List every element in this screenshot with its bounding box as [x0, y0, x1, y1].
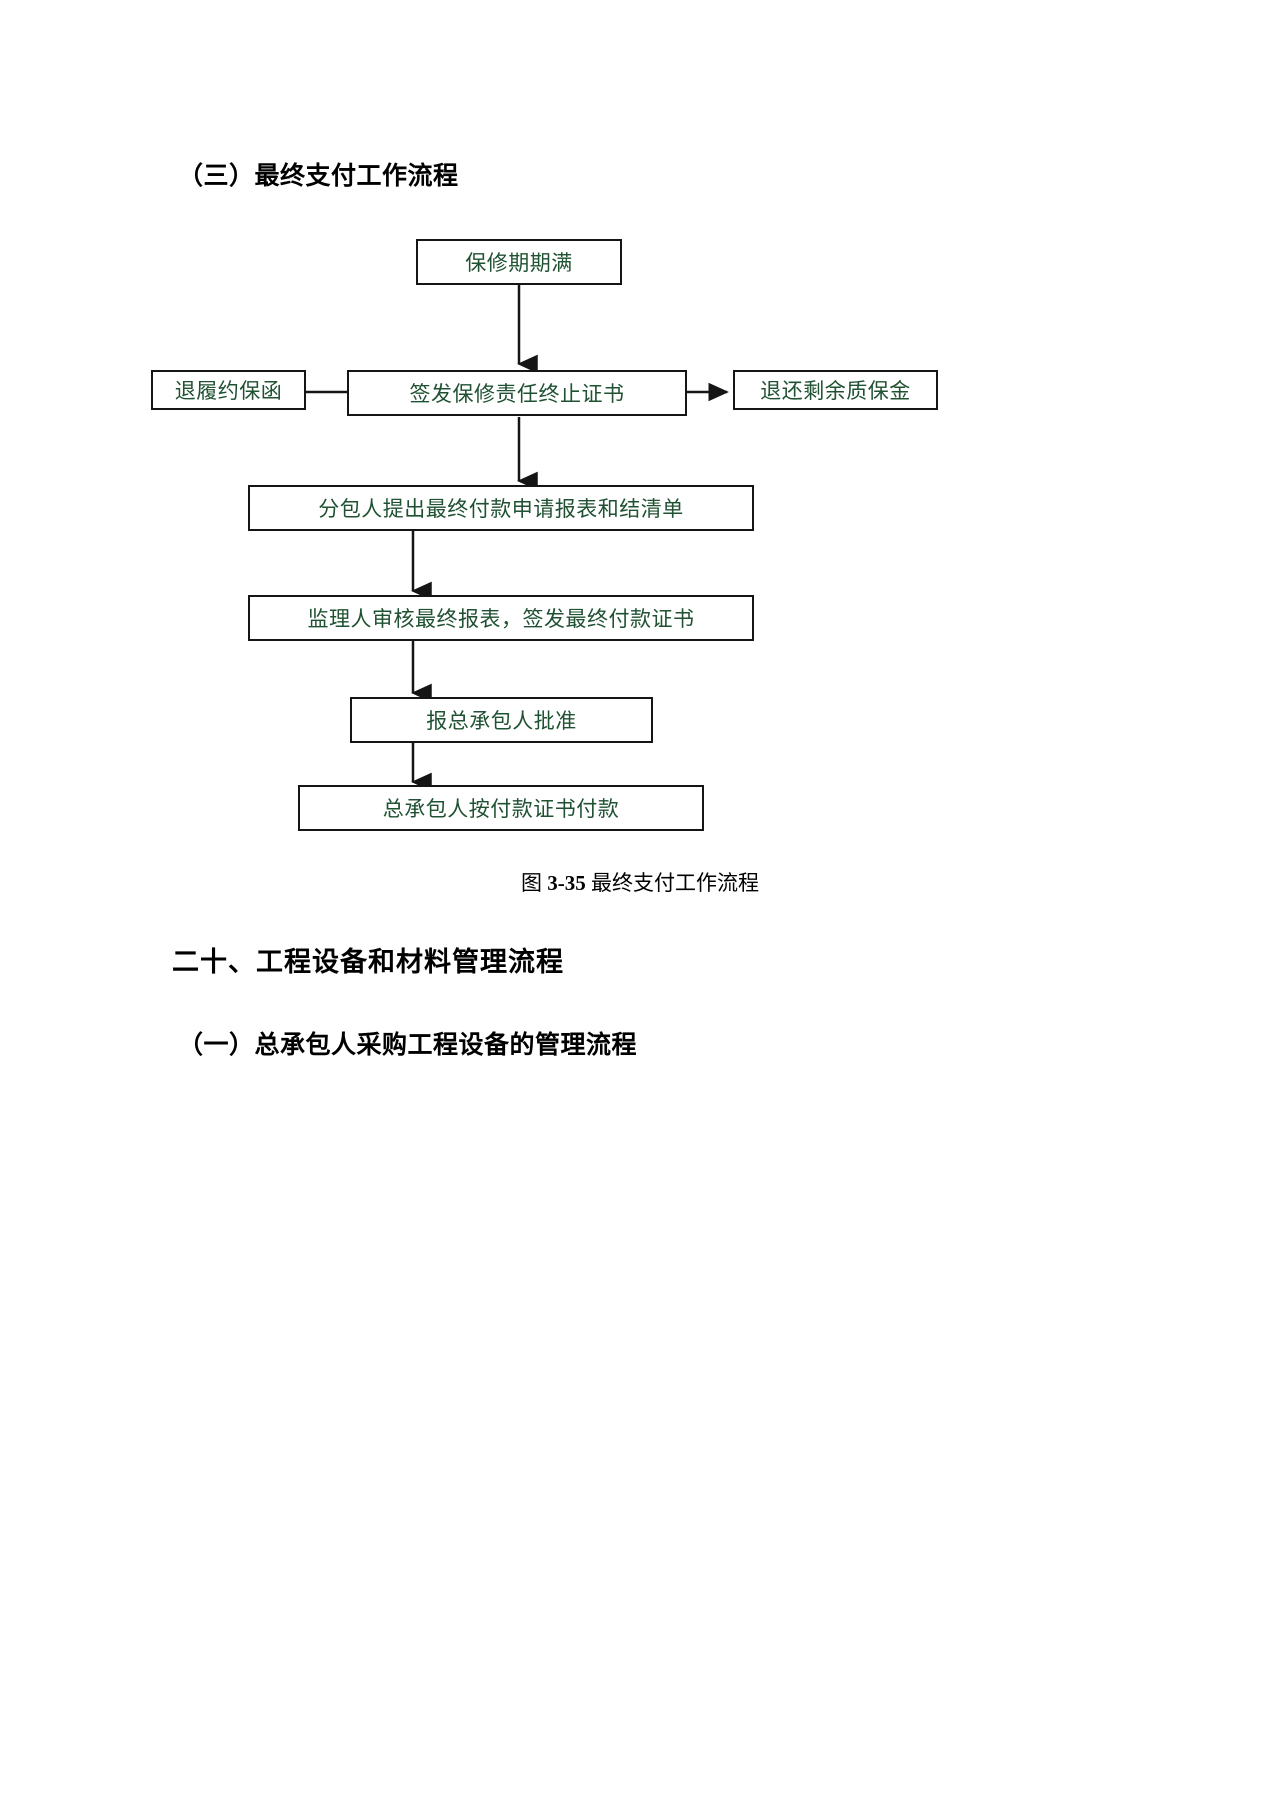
subsection-heading-final-payment: （三）最终支付工作流程 — [178, 162, 459, 190]
flow-node-warranty-expiry: 保修期期满 — [416, 239, 622, 285]
flow-node-refund-remaining-retention: 退还剩余质保金 — [733, 370, 938, 410]
flow-node-return-performance-bond: 退履约保函 — [151, 370, 306, 410]
section-heading-equipment-material: 二十、工程设备和材料管理流程 — [172, 947, 564, 977]
figure-caption-title: 最终支付工作流程 — [591, 871, 759, 895]
subsection-heading-contractor-procurement: （一）总承包人采购工程设备的管理流程 — [178, 1031, 638, 1059]
flowchart-final-payment: 保修期期满 签发保修责任终止证书 退履约保函 退还剩余质保金 分包人提出最终付款… — [0, 0, 1280, 900]
figure-caption-prefix: 图 — [521, 871, 542, 895]
flowchart-connectors — [213, 285, 729, 792]
flow-node-report-to-general-contractor: 报总承包人批准 — [350, 697, 653, 743]
flow-node-general-contractor-pays: 总承包人按付款证书付款 — [298, 785, 704, 831]
flow-node-issue-warranty-termination-certificate: 签发保修责任终止证书 — [347, 370, 687, 416]
figure-caption-number: 3-35 — [547, 871, 586, 895]
flow-node-supervisor-review-final-statement: 监理人审核最终报表，签发最终付款证书 — [248, 595, 754, 641]
figure-caption: 图 3-35 最终支付工作流程 — [0, 867, 1280, 897]
flow-node-subcontractor-final-payment-application: 分包人提出最终付款申请报表和结清单 — [248, 485, 754, 531]
